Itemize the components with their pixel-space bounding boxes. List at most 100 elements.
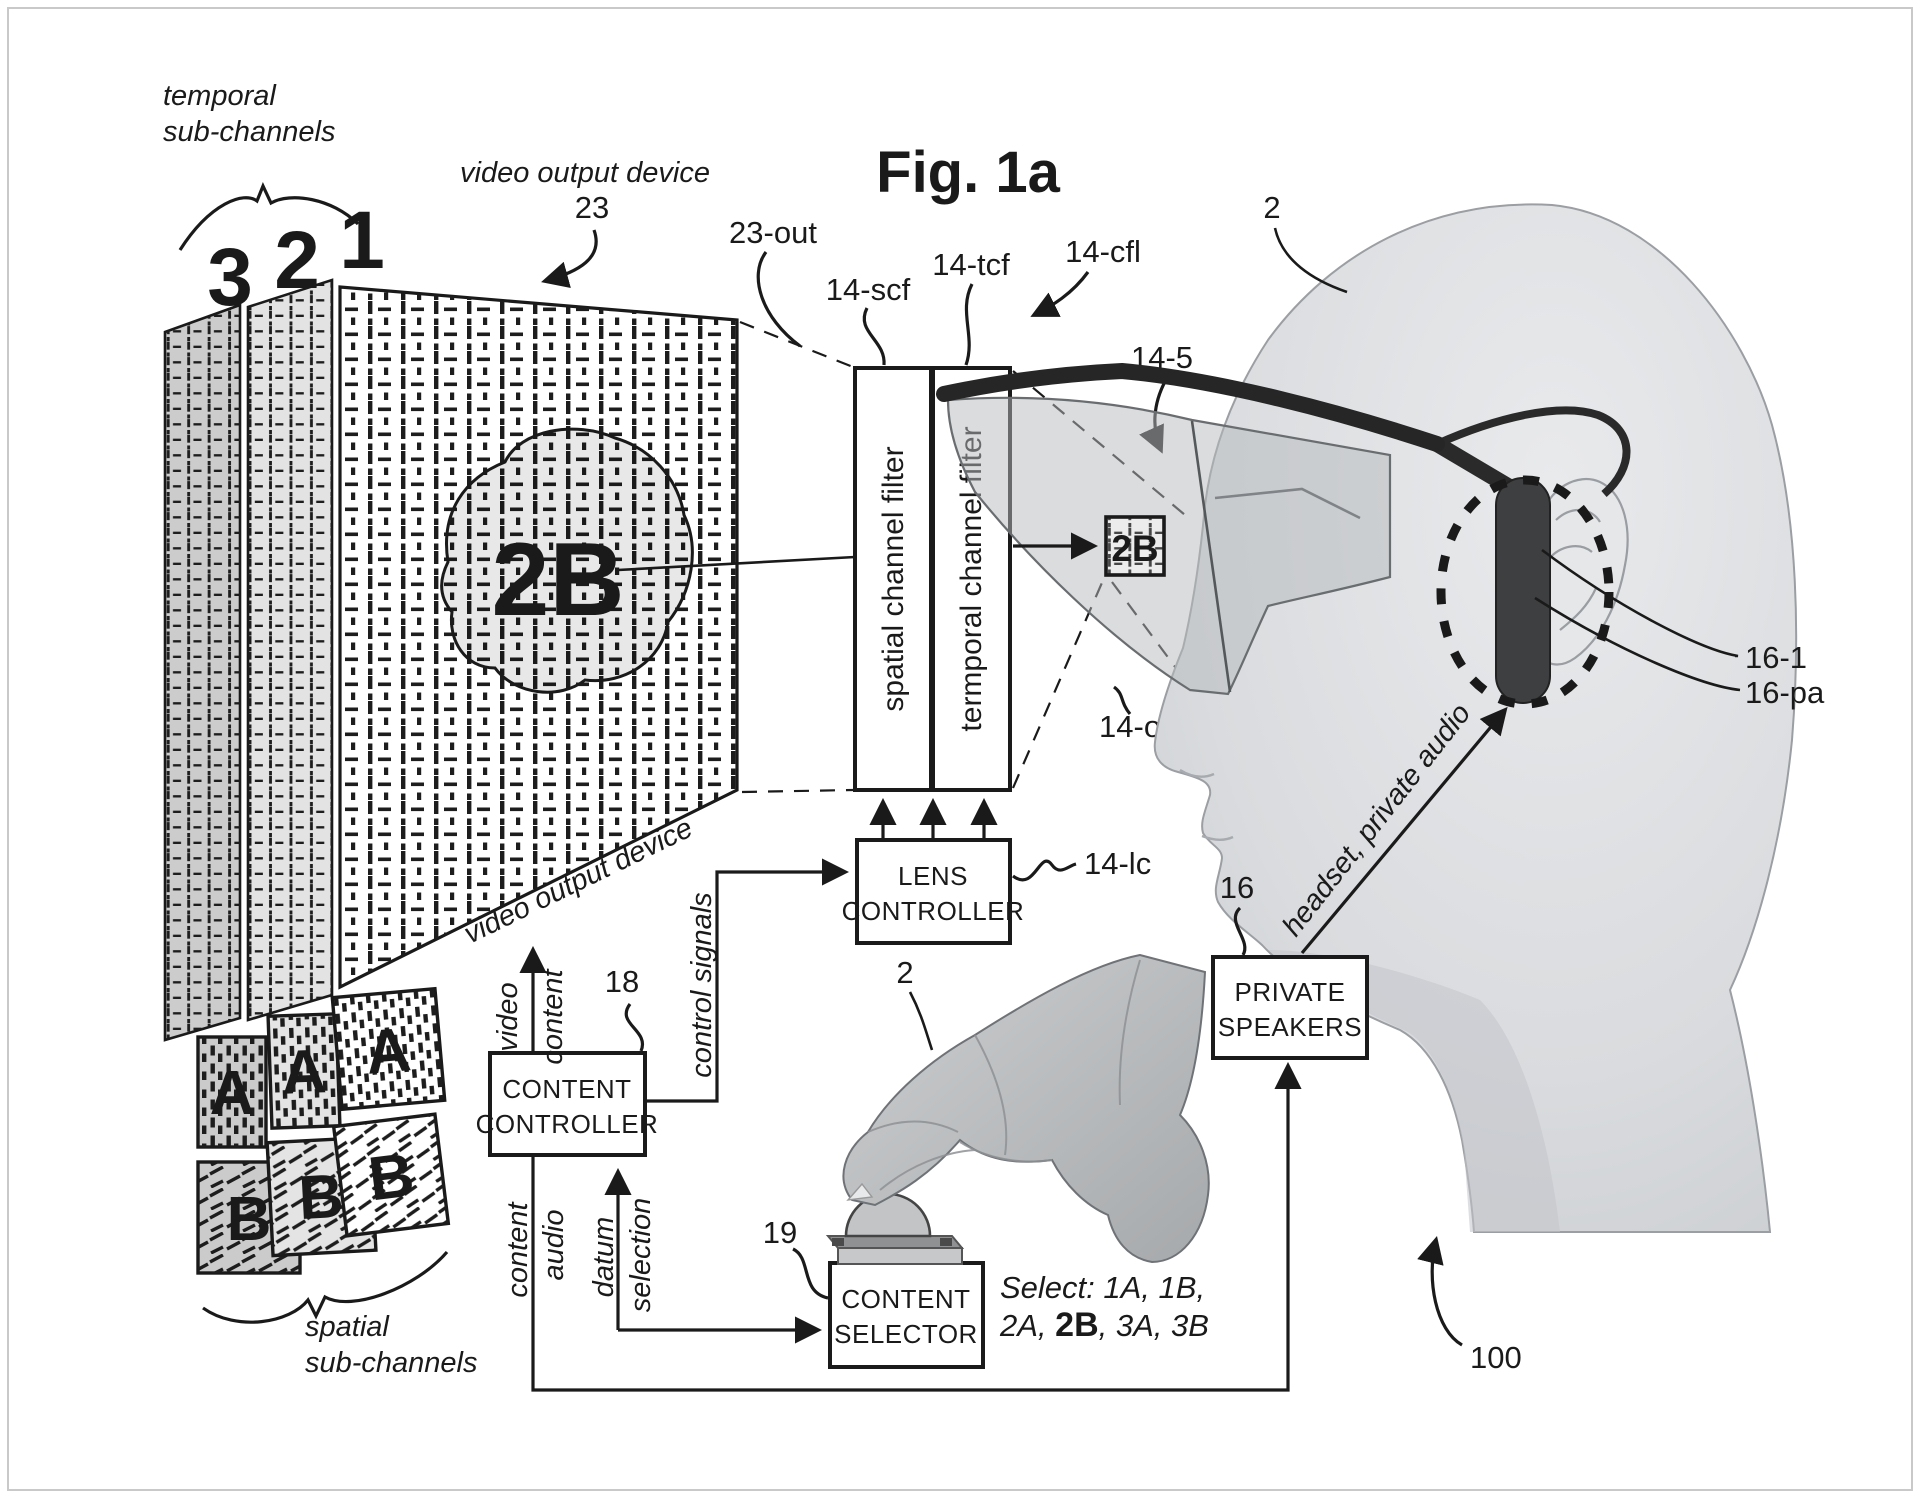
ref-2-head-leader: [1273, 227, 1348, 294]
audio-label: audio: [538, 1210, 570, 1281]
channel-3-numeral: 3: [207, 232, 253, 323]
video-output-device-top-label: video output device: [460, 157, 710, 189]
lens-shield: [946, 396, 1392, 696]
content-controller-line1: CONTENT: [502, 1074, 631, 1104]
speaker-highlight-circle: [1436, 475, 1614, 709]
content-selector-line2: SELECTOR: [834, 1319, 978, 1349]
selected-region-blob: [440, 427, 694, 694]
ref-23: 23: [575, 190, 609, 225]
ref-19-leader: [792, 1247, 829, 1300]
control-signals-path: [645, 858, 850, 1103]
ear-speaker-pod: [1495, 477, 1551, 704]
temporal-subchannels-callout: temporal sub-channels 3 2 1: [163, 80, 385, 323]
select-bold-2b: 2B: [1055, 1306, 1098, 1344]
select-post: , 3A, 3B: [1099, 1308, 1209, 1343]
temple-hook: [1435, 406, 1631, 498]
chip-pattern: [1106, 517, 1164, 575]
glasses: [936, 362, 1445, 696]
glasses-top-bar: [936, 362, 1445, 452]
content-controller-line2: CONTROLLER: [476, 1109, 659, 1139]
lens-controller-line2: CONTROLLER: [842, 896, 1025, 926]
b-label: B: [365, 1141, 418, 1215]
ref-14-cfl-arrow: [1030, 271, 1090, 317]
lip-line: [1201, 834, 1234, 841]
select-pre: 2A,: [999, 1308, 1055, 1343]
lens-controller: LENS CONTROLLER 14-lc: [842, 797, 1151, 945]
select-caption-line2: 2A, 2B, 3A, 3B: [999, 1306, 1209, 1344]
spatial-subchannel-panels: A A A B B B: [196, 986, 451, 1275]
ref-23-out: 23-out: [729, 215, 817, 250]
video-output-device-callout: video output device 23: [460, 157, 710, 289]
b-label: B: [297, 1162, 345, 1233]
b-panel-front: B: [331, 1112, 451, 1238]
a-panel-back: A: [196, 1035, 268, 1149]
panel-3-pattern: [165, 305, 240, 1040]
base-mark-left: [832, 1238, 844, 1246]
ref-14-tcf-leader: [964, 283, 974, 366]
button-base-front: [837, 1247, 963, 1265]
spatial-label-2: sub-channels: [305, 1347, 478, 1379]
ref-23-arrow: [541, 229, 598, 289]
ref-16-1-leader: [1541, 548, 1739, 658]
ref-16-leader: [1233, 906, 1247, 956]
page-border: [7, 7, 1913, 1491]
spatial-label-1: spatial: [305, 1311, 390, 1343]
audio-content-label: content: [502, 1200, 534, 1297]
select-caption-line1: Select: 1A, 1B,: [1000, 1270, 1205, 1305]
private-speakers-line2: SPEAKERS: [1218, 1012, 1362, 1042]
lens-controller-line1: LENS: [898, 861, 968, 891]
user-hand: [842, 953, 1210, 1264]
control-signals-label: control signals: [686, 892, 718, 1077]
temporal-brace: [178, 181, 360, 251]
lens-control-arrows: [869, 797, 998, 838]
lens-controller-box: [855, 838, 1012, 945]
temporal-label-2: sub-channels: [163, 116, 336, 148]
channel-1-numeral: 1: [339, 195, 385, 286]
a-label: A: [280, 1037, 327, 1108]
ref-14-out-leader: [1112, 685, 1132, 716]
ref-16-pa-leader: [1534, 596, 1741, 692]
content-controller-box: [488, 1051, 647, 1157]
figure-title: Fig. 1a: [876, 140, 1060, 205]
spatial-brace: [202, 1250, 449, 1324]
blob-2b-label: 2B: [492, 522, 625, 638]
ref-14-scf: 14-scf: [826, 272, 911, 307]
a-label: A: [363, 1015, 414, 1088]
ref-14-tcf: 14-tcf: [932, 247, 1010, 282]
ref-14-cfl: 14-cfl: [1065, 234, 1141, 269]
ref-16: 16: [1220, 870, 1254, 905]
ref-23-out-leader: [756, 251, 801, 348]
panel-2-pattern: [248, 280, 332, 1020]
projection-dash-bottom: [741, 788, 854, 794]
ref-2-hand-leader: [908, 991, 934, 1051]
ref-14-lc-leader: [1012, 859, 1077, 882]
panel-1-pattern: [340, 287, 737, 987]
spatial-channel-filter-box: [853, 366, 933, 792]
base-mark-right: [940, 1238, 952, 1246]
temporal-label-1: temporal: [163, 80, 277, 112]
datum-label: datum: [588, 1217, 620, 1298]
content-selector: CONTENT SELECTOR 19 Select: 1A, 1B, 2A, …: [763, 1215, 1209, 1369]
blob-to-filter-line: [617, 555, 856, 572]
a-label: A: [210, 1059, 255, 1128]
lens-divider: [1190, 420, 1232, 693]
system-callout: 100: [1417, 1236, 1522, 1375]
chip-2b-label: 2B: [1111, 528, 1158, 569]
ref-19: 19: [763, 1215, 797, 1250]
ref-2-head: 2: [1263, 190, 1280, 225]
ref-18: 18: [605, 964, 639, 999]
headset-audio-line: [1300, 706, 1508, 955]
eyebrow-through-lens: [1214, 487, 1361, 520]
a-panel-front: A: [330, 986, 447, 1112]
ref-14-scf-leader: [862, 307, 886, 366]
video-content-label: content: [537, 967, 569, 1064]
spatial-subchannels-callout: spatial sub-channels: [202, 1250, 478, 1379]
ear-and-speaker: 16-1 16-pa: [1432, 406, 1825, 710]
a-panel-mid: A: [266, 1012, 342, 1130]
channel-2-numeral: 2: [274, 215, 320, 306]
ref-14-lc: 14-lc: [1084, 846, 1151, 881]
selection-label: selection: [625, 1198, 657, 1312]
video-label: video: [492, 982, 524, 1051]
